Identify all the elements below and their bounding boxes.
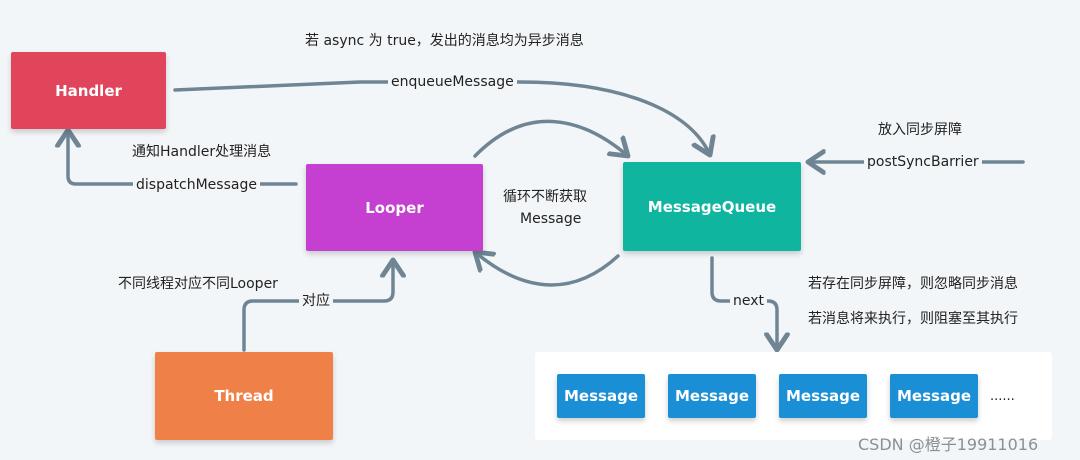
message-node: Message bbox=[779, 374, 867, 418]
notify-handler-label: 通知Handler处理消息 bbox=[132, 144, 272, 160]
next-label: next bbox=[730, 293, 768, 309]
enqueue-arrow bbox=[173, 80, 710, 155]
barrier-note-2: 若消息将来执行，则阻塞至其执行 bbox=[808, 311, 1018, 327]
looper-node: Looper bbox=[306, 164, 483, 251]
message-queue-node: MessageQueue bbox=[623, 162, 801, 251]
handler-label: Handler bbox=[55, 81, 122, 100]
loop-label-line2: Message bbox=[520, 211, 582, 227]
loop-top-arrow bbox=[473, 119, 628, 156]
thread-note: 不同线程对应不同Looper bbox=[118, 276, 278, 292]
loop-label-line1: 循环不断获取 bbox=[503, 189, 587, 205]
barrier-title: 放入同步屏障 bbox=[878, 122, 962, 138]
ellipsis: ...... bbox=[990, 389, 1015, 404]
barrier-note-1: 若存在同步屏障，则忽略同步消息 bbox=[808, 276, 1018, 292]
post-barrier-label: postSyncBarrier bbox=[864, 154, 982, 170]
corresponds-label: 对应 bbox=[299, 293, 333, 309]
message-node: Message bbox=[557, 374, 645, 418]
thread-node: Thread bbox=[155, 352, 333, 440]
message-node: Message bbox=[668, 374, 756, 418]
loop-bottom-arrow bbox=[475, 252, 620, 287]
message-queue-label: MessageQueue bbox=[647, 197, 777, 216]
looper-label: Looper bbox=[365, 198, 424, 217]
enqueue-label: enqueueMessage bbox=[388, 74, 517, 90]
watermark: CSDN @橙子19911016 bbox=[858, 435, 1039, 454]
thread-label: Thread bbox=[214, 387, 274, 405]
handler-node: Handler bbox=[11, 52, 166, 129]
async-note: 若 async 为 true，发出的消息均为异步消息 bbox=[305, 33, 584, 49]
dispatch-label: dispatchMessage bbox=[133, 177, 260, 193]
dispatch-arrow bbox=[68, 130, 298, 186]
message-node: Message bbox=[890, 374, 978, 418]
